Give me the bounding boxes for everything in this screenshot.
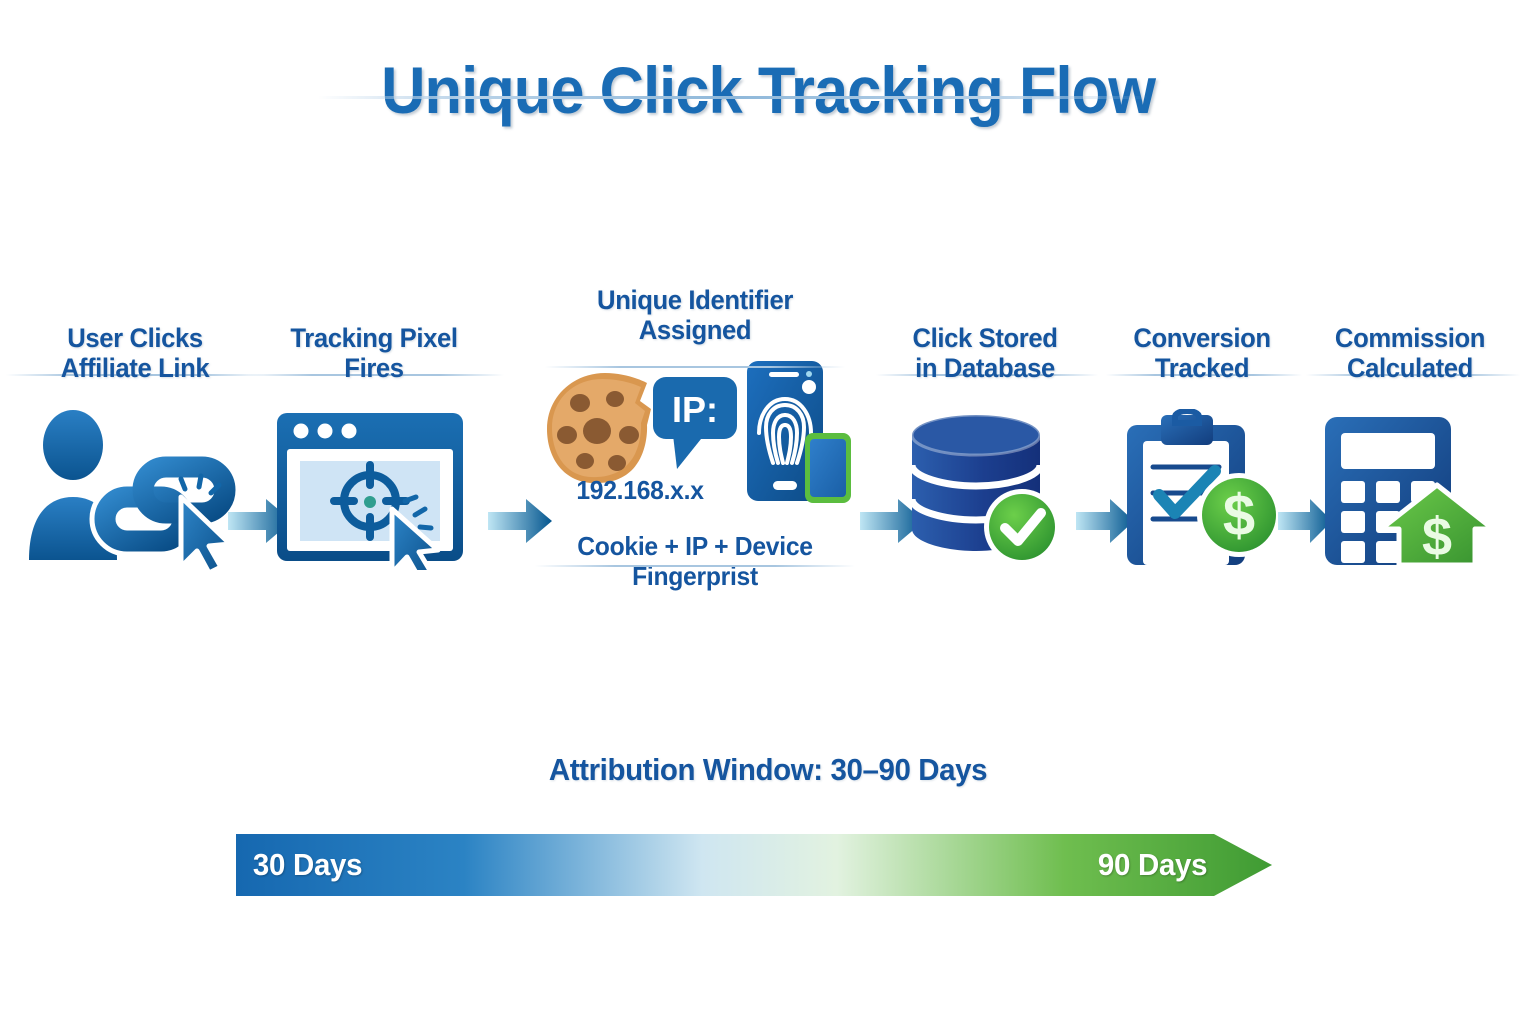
step-caption: Cookie + IP + Device Fingerprist [577, 531, 813, 591]
calculator-dollar-arrow-icon: $ [1315, 409, 1505, 569]
attribution-range-bracket [243, 802, 1239, 824]
flow-step-click-stored-in-database[interactable]: Click Stored in Database [876, 275, 1098, 569]
caption-rule [535, 565, 855, 567]
heading-rule [1306, 374, 1520, 376]
heading-rule [6, 374, 264, 376]
step-heading: Tracking Pixel Fires [290, 323, 458, 384]
flow-step-unique-identifier-assigned[interactable]: Unique Identifier Assigned [525, 275, 865, 591]
step-heading: Unique Identifier Assigned [597, 285, 793, 346]
attribution-start-label: 30 Days [252, 847, 363, 882]
svg-text:$: $ [1422, 507, 1452, 567]
flow-arrow-5 [1278, 497, 1334, 550]
ip-value-text: 192.168.x.x [576, 475, 704, 506]
flow-arrow-2 [488, 497, 554, 550]
step-heading: Click Stored in Database [912, 323, 1058, 384]
step-heading: User Clicks Affiliate Link [60, 323, 210, 384]
flow-arrow-1 [228, 497, 294, 550]
clipboard-dollar-icon: $ [1115, 408, 1290, 569]
step-heading: Conversion Tracked [1133, 323, 1271, 384]
attribution-window-title: Attribution Window: 30–90 Days [548, 752, 988, 787]
flow-step-conversion-tracked[interactable]: Conversion Tracked [1106, 275, 1302, 569]
flow-diagram: User Clicks Affiliate Link [0, 275, 1536, 675]
attribution-gradient-bar: 30 Days 90 Days [236, 834, 1272, 896]
flow-arrow-3 [860, 497, 926, 550]
flow-step-tracking-pixel-fires[interactable]: Tracking Pixel Fires [248, 275, 504, 581]
flow-step-commission-calculated[interactable]: Commission Calculated [1306, 275, 1520, 569]
heading-rule [545, 366, 845, 368]
heading-rule [248, 374, 504, 376]
page-title: Unique Click Tracking Flow [381, 53, 1156, 127]
database-check-icon [890, 409, 1080, 569]
step-heading: Commission Calculated [1334, 323, 1486, 384]
ip-bubble-label: IP: [672, 389, 718, 430]
heading-rule [876, 374, 1098, 376]
cookie-ip-fingerprint-icon: IP: [525, 359, 865, 519]
flow-arrow-4 [1076, 497, 1136, 550]
flow-step-user-clicks-affiliate-link[interactable]: User Clicks Affiliate Link [6, 275, 264, 576]
browser-crosshair-cursor-icon [269, 405, 479, 581]
attribution-end-label: 90 Days [1097, 847, 1208, 882]
title-block: Unique Click Tracking Flow [0, 52, 1536, 128]
svg-text:$: $ [1222, 483, 1254, 548]
user-link-cursor-icon [25, 405, 245, 576]
title-underline-rule [318, 96, 1148, 99]
heading-rule [1106, 374, 1302, 376]
